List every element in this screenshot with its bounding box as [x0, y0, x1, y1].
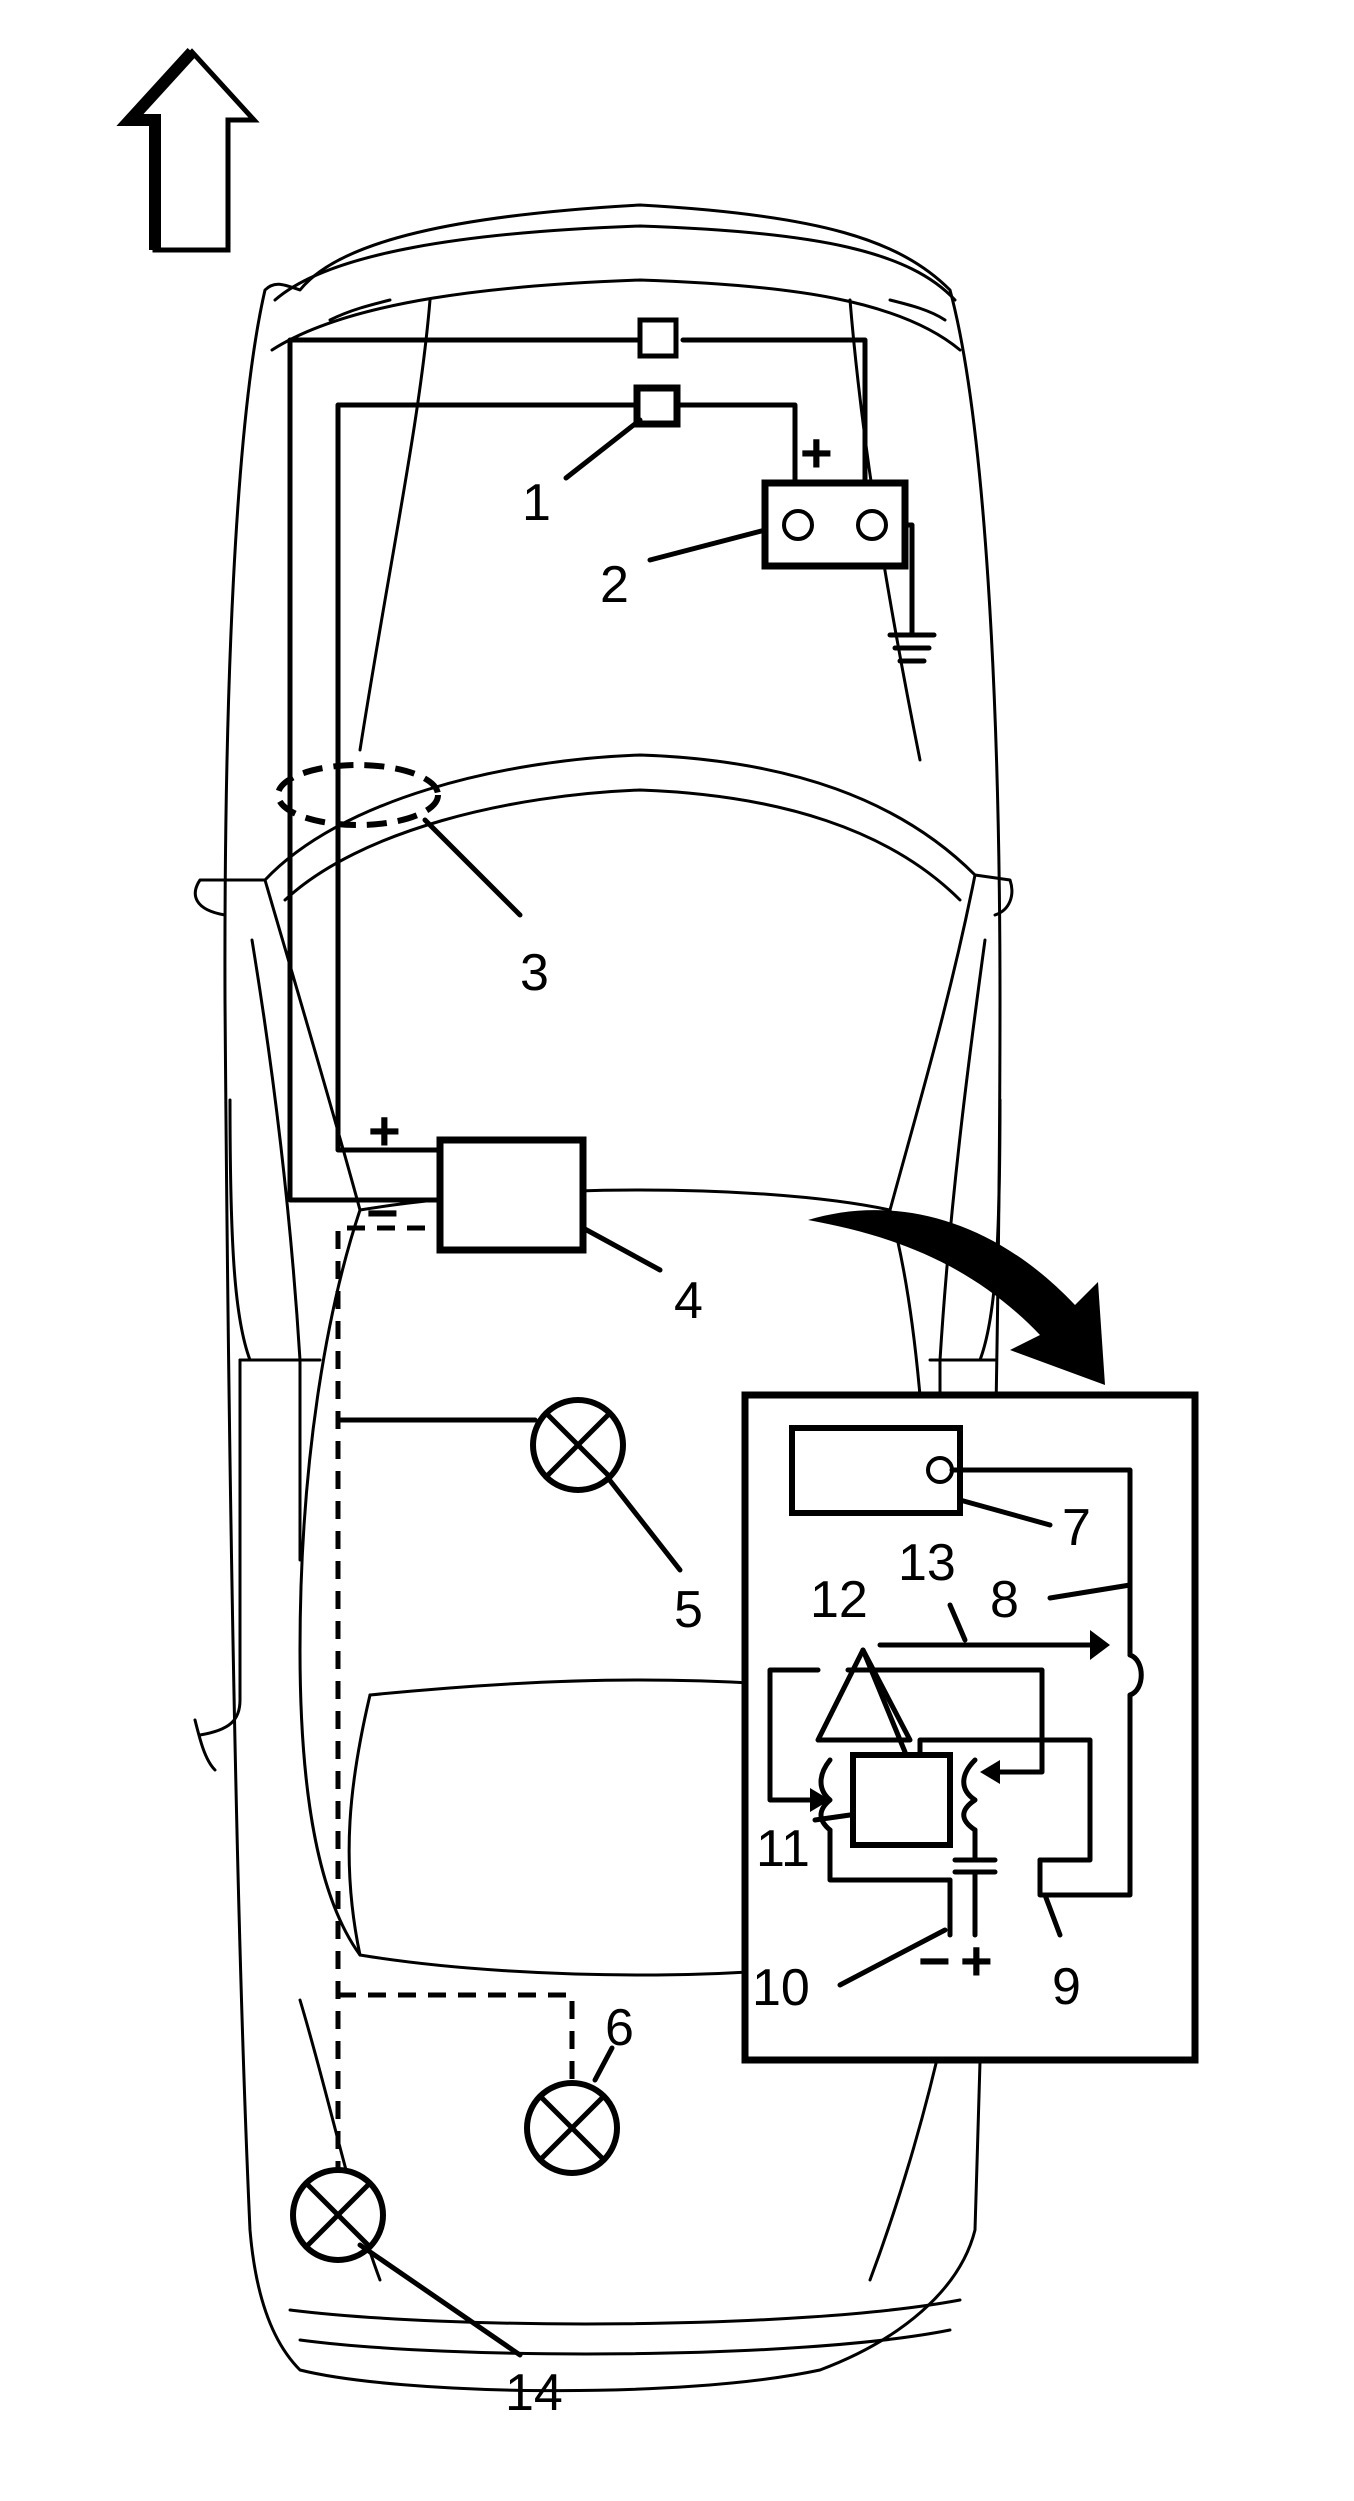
module-plus-sign: +	[368, 1099, 401, 1162]
callout-6: 6	[605, 1999, 634, 2057]
callout-leaders	[357, 417, 1133, 2358]
capacitor-minus-sign: −	[918, 1929, 951, 1992]
callout-4: 4	[674, 1272, 703, 1330]
callout-5: 5	[674, 1581, 703, 1639]
battery-plus-sign: +	[800, 421, 833, 484]
vehicle-body-outline	[193, 203, 1014, 2393]
front-direction-arrow-icon	[116, 47, 260, 253]
detail-inset	[741, 1391, 1199, 2064]
battery	[761, 479, 909, 570]
lamp-icon	[524, 2080, 620, 2176]
callout-14: 14	[505, 2364, 563, 2422]
connector-upper	[637, 317, 679, 359]
capacitor-plus-sign: +	[960, 1929, 993, 1992]
callout-11: 11	[756, 1820, 810, 1878]
callout-13: 13	[898, 1534, 956, 1592]
connector-1	[633, 384, 681, 428]
harness-wiring	[287, 337, 915, 2170]
callout-3: 3	[520, 944, 549, 1002]
callout-12: 12	[810, 1571, 868, 1629]
detail-module-11	[850, 1752, 953, 1848]
callout-2: 2	[600, 556, 629, 614]
ground-symbol-icon	[887, 617, 937, 664]
callout-1: 1	[522, 474, 551, 532]
control-module	[436, 1136, 587, 1254]
callout-9: 9	[1052, 1958, 1081, 2016]
callout-8: 8	[990, 1571, 1019, 1629]
module-minus-sign: −	[366, 1181, 399, 1244]
curved-arrow-icon	[808, 1210, 1105, 1385]
lamp-icon	[530, 1397, 626, 1493]
callout-10: 10	[752, 1959, 810, 2017]
harness-pass-through	[275, 762, 441, 828]
lamp-icon	[290, 2167, 386, 2263]
callout-7: 7	[1062, 1499, 1091, 1557]
